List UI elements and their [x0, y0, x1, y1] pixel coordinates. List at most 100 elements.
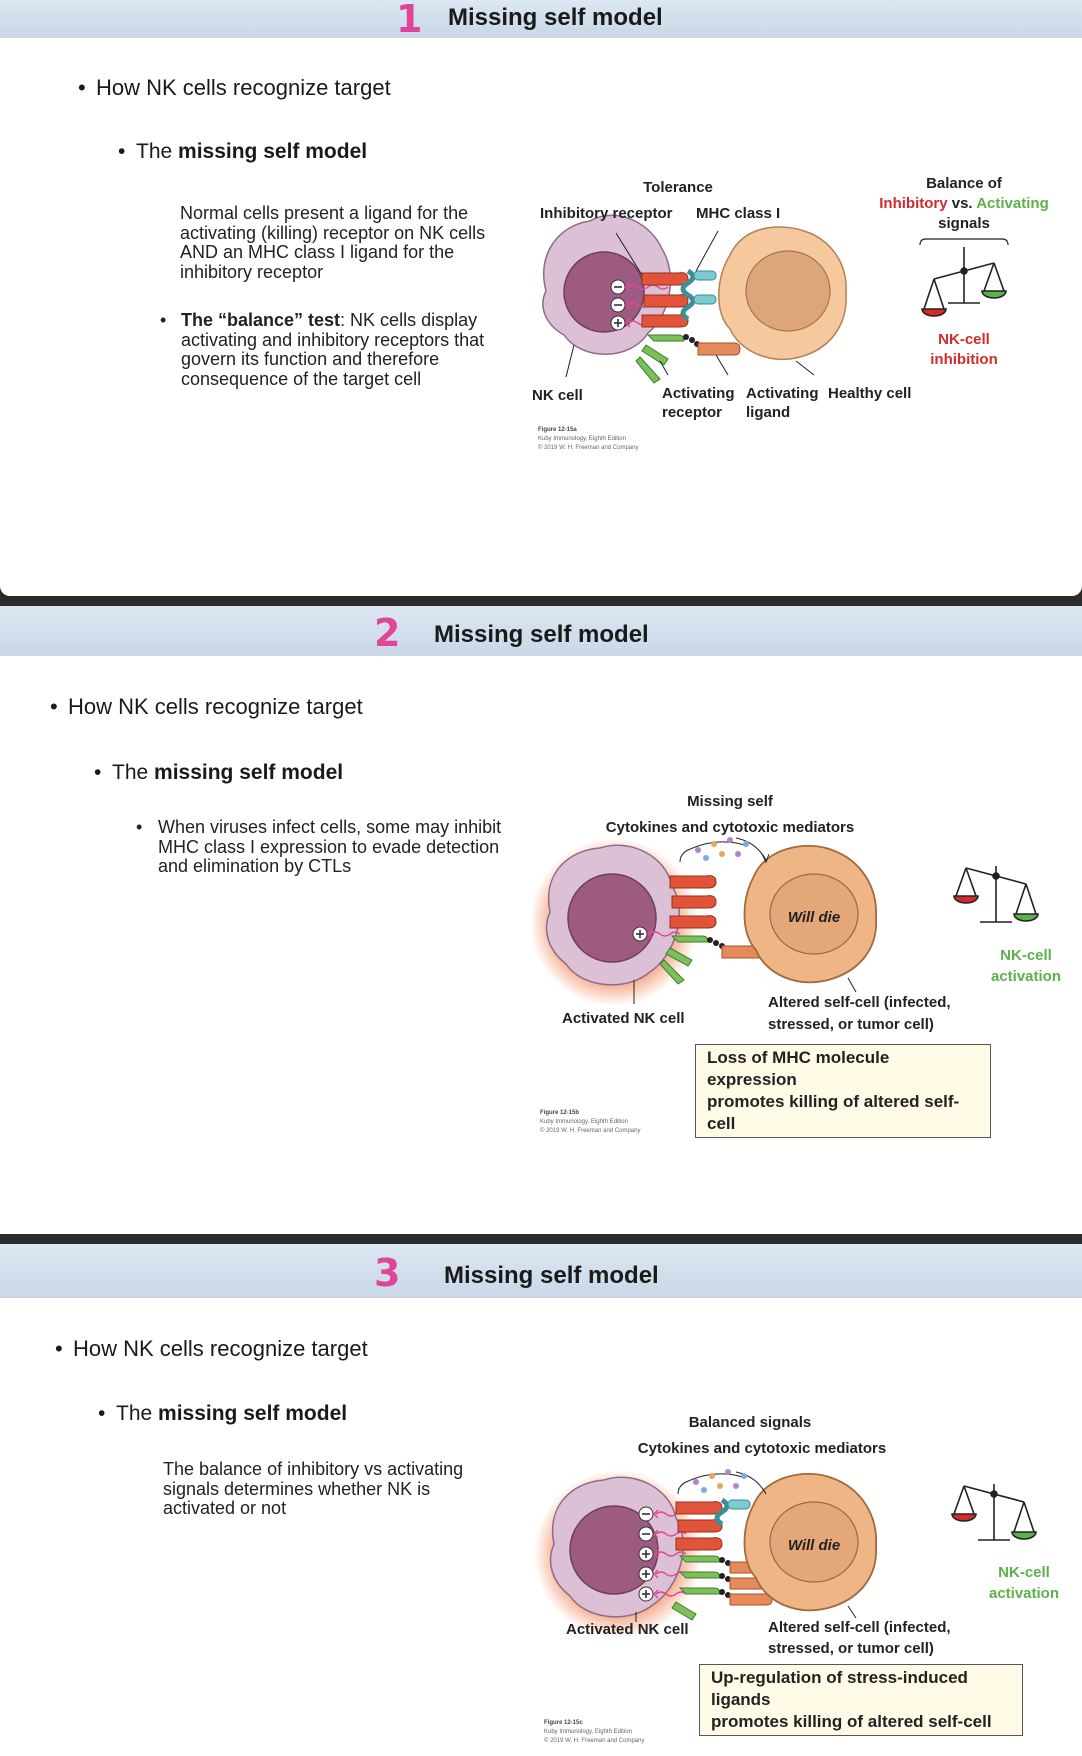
conclusion-line-1: Loss of MHC molecule expression — [707, 1048, 890, 1089]
slide-header: 2 Missing self model — [0, 606, 1082, 656]
label-outcome-1: NK-cell — [938, 331, 990, 348]
balance-scale-icon — [951, 1484, 1037, 1541]
figure-caption: Figure 12-15c Kuby Immunology, Eighth Ed… — [544, 1720, 644, 1744]
balance-test-bold: The “balance” test — [181, 310, 341, 330]
bullet-level-1: •How NK cells recognize target — [50, 694, 363, 719]
inhibitory-receptor — [641, 272, 689, 328]
bullet-level-1: •How NK cells recognize target — [78, 75, 391, 100]
figure-caption: Figure 12-15b Kuby Immunology, Eighth Ed… — [540, 1110, 640, 1134]
bullet-bold: missing self model — [158, 1402, 348, 1425]
label-outcome-1: NK-cell — [1000, 947, 1052, 964]
activating-signal-icon — [638, 1566, 654, 1582]
slide-2: 2 Missing self model •How NK cells recog… — [0, 606, 1082, 1234]
bullet-text: How NK cells recognize target — [68, 694, 363, 719]
activating-signal-icon — [638, 1546, 654, 1562]
activating-ligand-dots — [719, 1557, 731, 1598]
slide-3: 3 Missing self model •How NK cells recog… — [0, 1244, 1082, 1756]
label-balance-signals: Inhibitory vs. Activating — [879, 195, 1048, 212]
mhc-class-i — [727, 1499, 751, 1510]
brace — [919, 238, 1009, 246]
label-will-die: Will die — [788, 909, 840, 926]
bullet-text: How NK cells recognize target — [96, 75, 391, 100]
label-activating-receptor-1: Activating — [662, 385, 735, 402]
mediator-arrowhead — [761, 853, 770, 864]
inhibitory-signal-icon — [638, 1526, 654, 1542]
balance-scale-icon — [921, 247, 1007, 317]
inhibitory-receptor — [669, 875, 717, 929]
bullet-text: How NK cells recognize target — [73, 1336, 368, 1361]
activating-signal-icon — [638, 1586, 654, 1602]
inhibitory-receptor — [675, 1501, 723, 1551]
paragraph-balance-test: • The “balance” test: NK cells display a… — [160, 310, 485, 389]
label-outcome-2: activation — [991, 968, 1061, 985]
activating-signal-icon — [632, 926, 648, 942]
mediator-arrow-right — [735, 1471, 767, 1495]
activating-receptor — [635, 334, 685, 384]
bullet-level-2: •The missing self model — [118, 140, 368, 163]
label-activating-receptor-2: receptor — [662, 404, 722, 421]
nk-nucleus — [567, 873, 657, 963]
leader-lines — [565, 230, 815, 378]
figure-caption-number: Figure 12-15c — [544, 1720, 583, 1726]
altered-cell-label: Altered self-cell (infected, stressed, o… — [768, 1617, 951, 1659]
balance-scale-icon — [953, 866, 1039, 923]
label-activated-nk-cell: Activated NK cell — [566, 1621, 689, 1638]
label-altered-2: stressed, or tumor cell) — [768, 1640, 934, 1657]
figure-caption-number: Figure 12-15a — [538, 427, 577, 433]
bullet-level-2: •The missing self model — [94, 761, 344, 784]
handwritten-number: 1 — [396, 0, 423, 41]
signal-arrows — [647, 929, 681, 939]
figure-caption-copyright: © 2019 W. H. Freeman and Company — [538, 444, 638, 451]
mediator-arrow-right — [735, 837, 767, 861]
label-tolerance: Tolerance — [643, 179, 713, 196]
figure-tolerance: Tolerance Inhibitory receptor MHC class … — [532, 175, 1049, 451]
activating-receptor — [659, 935, 709, 985]
activating-ligand-dots — [683, 334, 700, 347]
figure-caption-number: Figure 12-15b — [540, 1110, 579, 1116]
bullet-level-1: •How NK cells recognize target — [55, 1336, 368, 1361]
figure-caption-copyright: © 2019 W. H. Freeman and Company — [544, 1737, 644, 1744]
label-signals: signals — [938, 215, 990, 232]
activating-ligand — [697, 342, 741, 356]
handwritten-number: 2 — [374, 611, 401, 655]
label-mediators: Cytokines and cytotoxic mediators — [638, 1440, 886, 1457]
figure-caption-book: Kuby Immunology, Eighth Edition — [540, 1119, 628, 1125]
paragraph-normal-cells: Normal cells present a ligand for the ac… — [180, 203, 486, 282]
label-outcome-2: activation — [989, 1585, 1059, 1602]
conclusion-box: Loss of MHC molecule expression promotes… — [695, 1044, 991, 1138]
figure-caption-book: Kuby Immunology, Eighth Edition — [538, 436, 626, 442]
slide-1: 1 Missing self model •How NK cells recog… — [0, 0, 1082, 596]
activating-signal-icon — [610, 315, 626, 331]
label-activating: Activating — [976, 195, 1049, 212]
label-inhibitory-receptor: Inhibitory receptor — [540, 205, 673, 222]
label-activating-ligand-2: ligand — [746, 404, 790, 421]
slide-title: Missing self model — [444, 1262, 659, 1289]
bullet-bold: missing self model — [154, 761, 344, 784]
label-activated-nk-cell: Activated NK cell — [562, 1010, 685, 1027]
mediator-dots — [695, 837, 749, 861]
inhibitory-signal-icon — [638, 1506, 654, 1522]
balance-test-text: : NK cells display activating and inhibi… — [181, 310, 485, 389]
conclusion-box: Up-regulation of stress-induced ligands … — [699, 1664, 1023, 1736]
mhc-class-i — [693, 270, 717, 305]
label-vs: vs. — [948, 195, 977, 212]
bullet-prefix: The — [136, 140, 179, 163]
figure-caption-copyright: © 2019 W. H. Freeman and Company — [540, 1127, 640, 1134]
label-missing-self: Missing self — [687, 793, 774, 810]
label-mhc-class-i: MHC class I — [696, 205, 780, 222]
bullet-bold: missing self model — [178, 140, 368, 163]
nk-nucleus — [563, 251, 645, 333]
label-inhibitory: Inhibitory — [879, 195, 948, 212]
leader-lines — [633, 977, 857, 1004]
bullet-prefix: The — [116, 1402, 159, 1425]
conclusion-line-2: promotes killing of altered self-cell — [711, 1712, 992, 1731]
label-altered-2: stressed, or tumor cell) — [768, 1016, 934, 1033]
figure-balanced-signals: Will die Balanced signals Cytokines and … — [534, 1414, 1059, 1638]
label-outcome-1: NK-cell — [998, 1564, 1050, 1581]
label-balanced-signals: Balanced signals — [689, 1414, 812, 1431]
activating-receptor — [671, 1555, 721, 1621]
healthy-nucleus — [745, 250, 831, 332]
inhibitory-signal-icon — [610, 297, 626, 313]
altered-nucleus — [769, 1501, 859, 1583]
figure-caption-book: Kuby Immunology, Eighth Edition — [544, 1729, 632, 1735]
